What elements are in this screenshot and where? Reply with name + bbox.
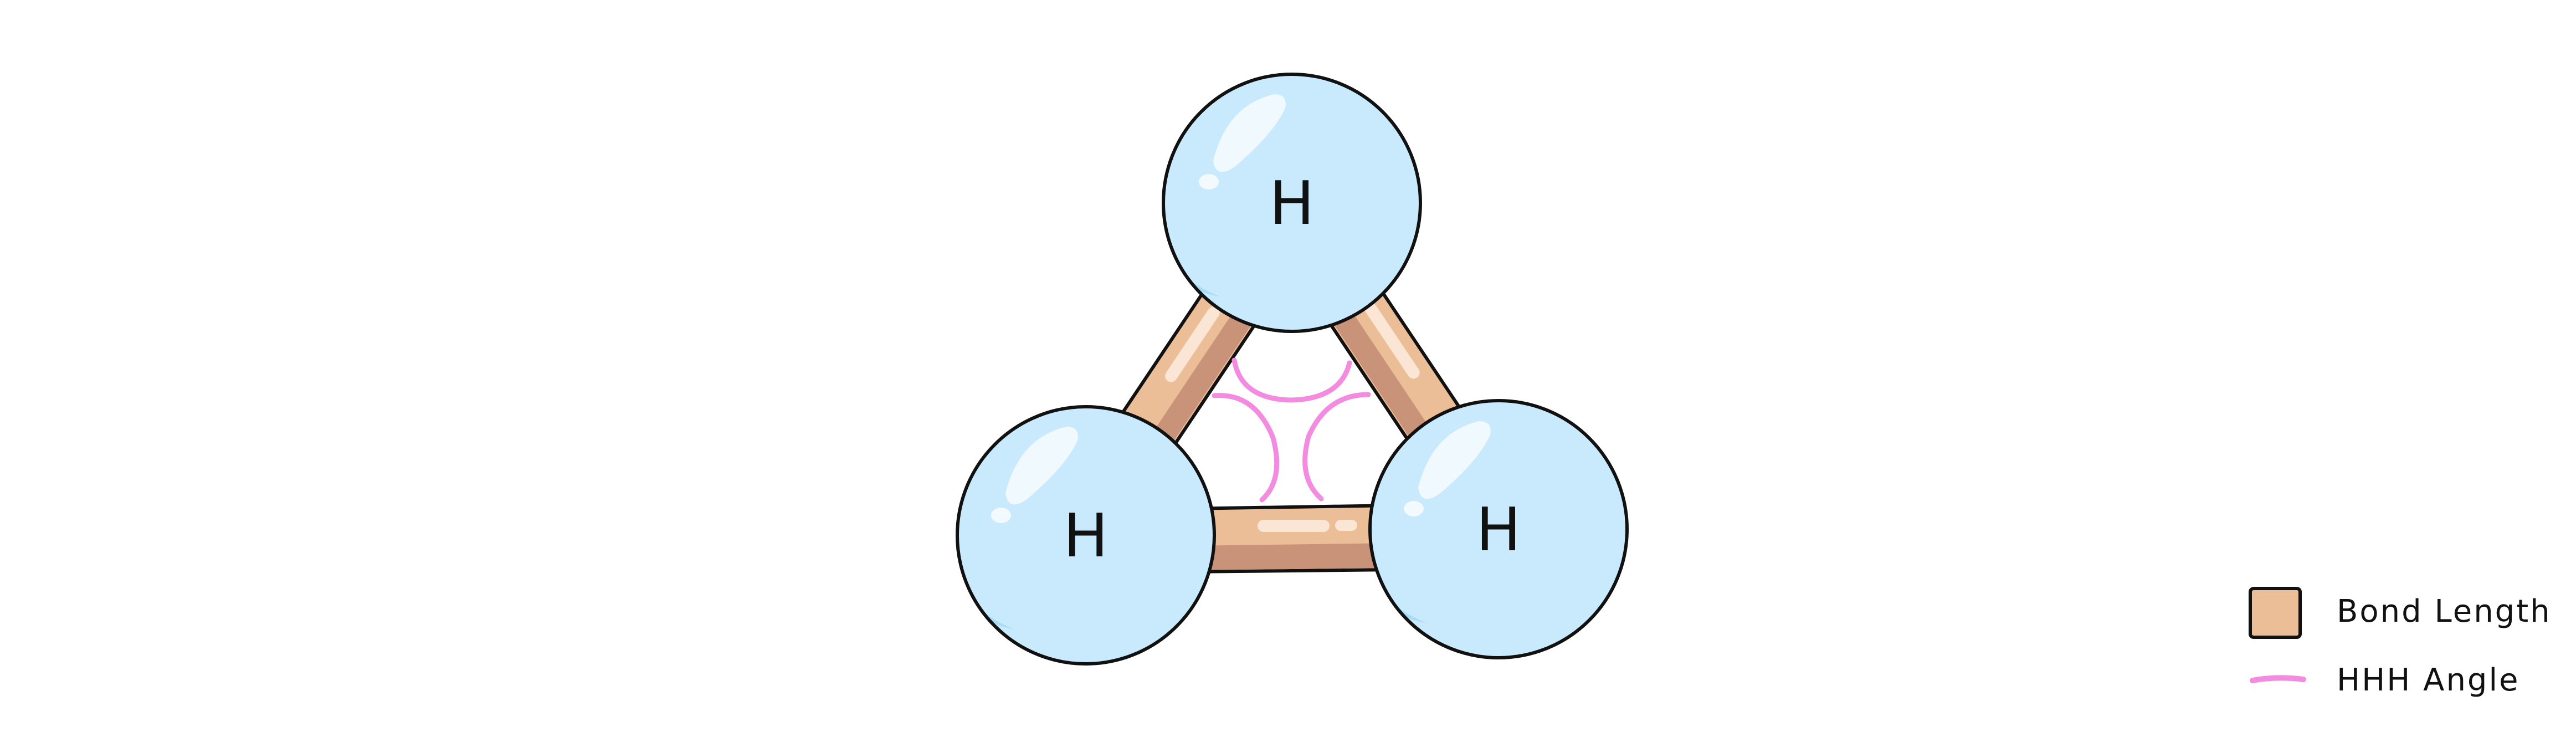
legend: Bond Length HHH Angle [2249, 587, 2552, 698]
atom-left-label: H [1063, 501, 1108, 571]
atom-right-highlight [1418, 421, 1491, 499]
legend-item-angle: HHH Angle [2250, 662, 2520, 698]
angle-line-icon [2250, 675, 2306, 683]
atom-top: H [1162, 73, 1422, 333]
bond-swatch-icon [2249, 587, 2302, 639]
bond-bottom [1184, 504, 1398, 574]
angle-arcs [1212, 357, 1371, 503]
angle-arc-top [1231, 357, 1352, 403]
angle-arc-left [1212, 393, 1280, 503]
atom-left-highlight [1005, 427, 1078, 505]
atom-top-label: H [1269, 169, 1314, 238]
legend-label-bond-length: Bond Length [2337, 593, 2552, 629]
atom-right-label: H [1476, 495, 1521, 565]
legend-item-bond-length: Bond Length [2249, 587, 2552, 639]
atom-top-highlight [1213, 94, 1286, 172]
angle-arc-right [1302, 392, 1371, 501]
legend-label-angle: HHH Angle [2337, 662, 2520, 698]
